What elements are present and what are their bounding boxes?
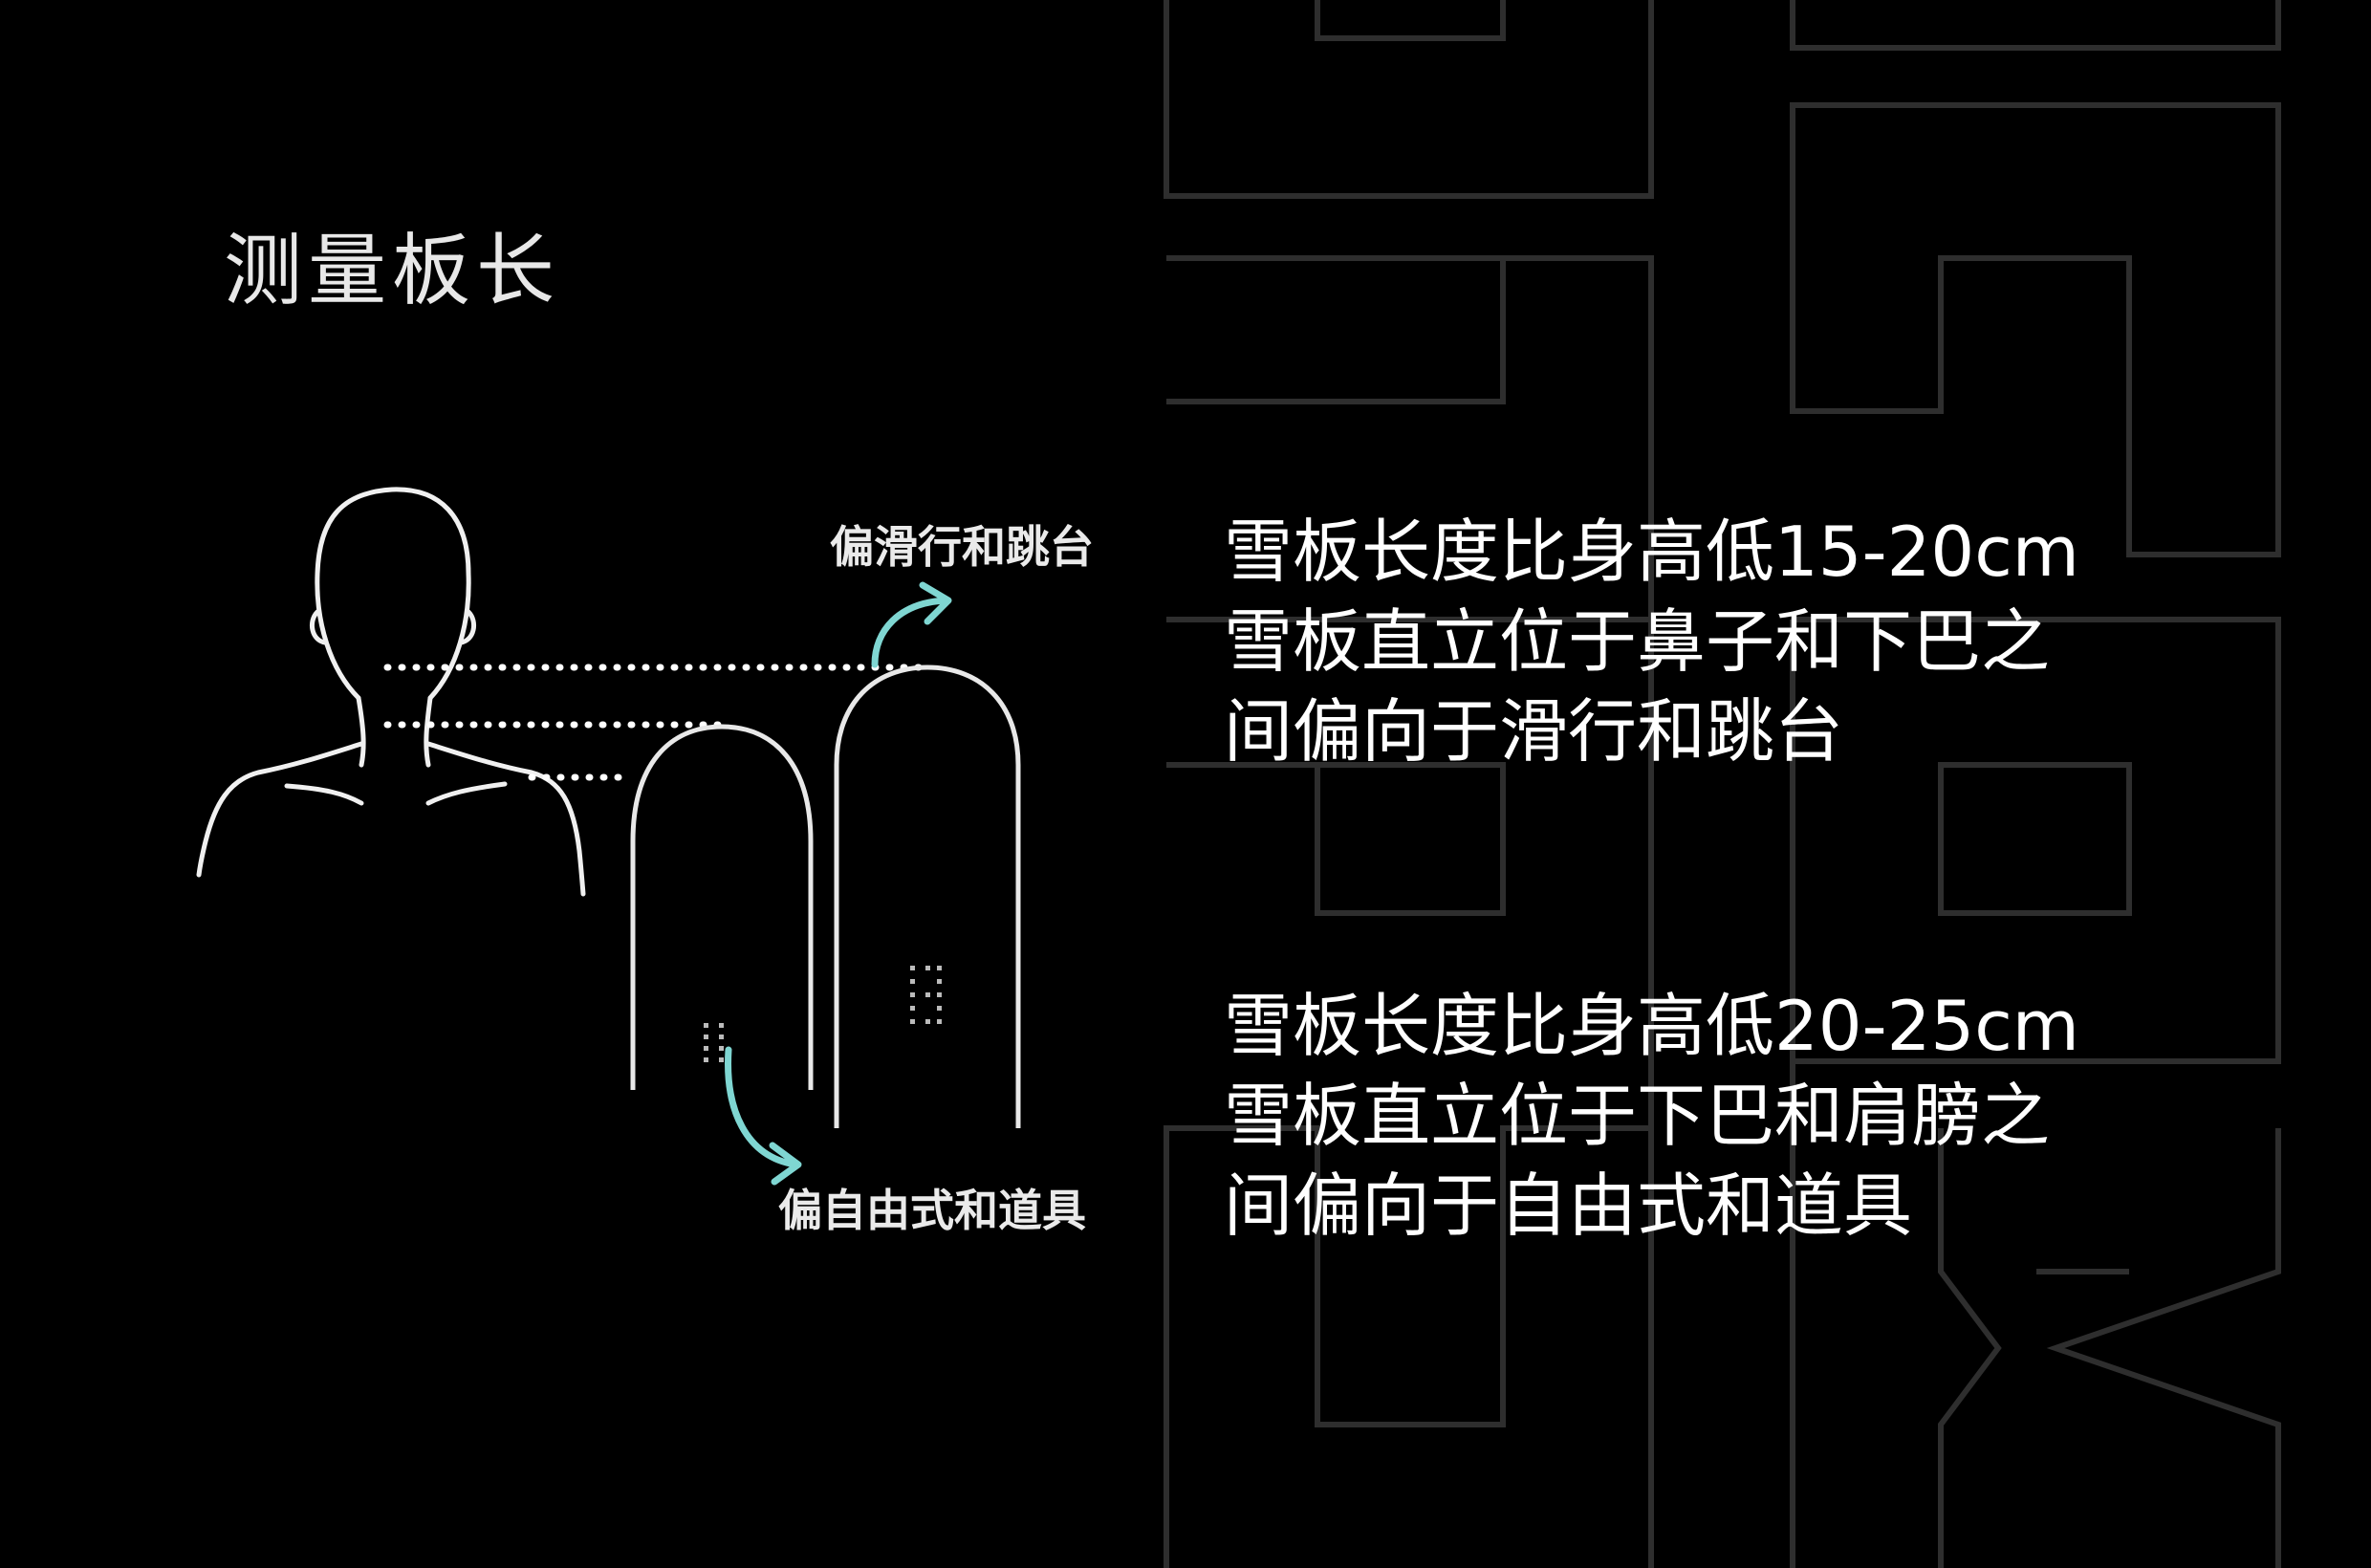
curved-arrow-up-icon [871,581,952,668]
watermark-shape [1938,762,2132,916]
description-block-longer-board: 雪板长度比身高低15-20cm 雪板直立位于鼻子和下巴之 间偏向于滑行和跳台 [1224,507,2079,776]
person-silhouette-icon [196,487,586,897]
description-line: 间偏向于自由式和道具 [1224,1165,1913,1246]
description-line: 间偏向于滑行和跳台 [1224,691,1844,772]
binding-dots-long [910,966,942,1024]
watermark-shape [1790,0,2281,51]
person-collarbone [284,781,508,806]
callout-freestyle-props: 偏自由式和道具 [778,1185,1086,1236]
watermark-shape [1166,255,1506,404]
measurement-guides [383,664,936,781]
person-shoulder-left [196,741,364,878]
person-ear-right [458,609,477,645]
person-neck-right [424,695,433,768]
watermark-shape [1938,1128,2002,1568]
description-line: 雪板直立位于下巴和肩膀之 [1224,1076,2051,1156]
binding-dots-short [704,1023,724,1062]
description-line: 雪板长度比身高低15-20cm [1224,512,2079,592]
watermark-shape [1315,762,1506,916]
watermark-shape [1164,0,1654,199]
description-line: 雪板直立位于鼻子和下巴之 [1224,601,2051,682]
description-block-shorter-board: 雪板长度比身高低20-25cm 雪板直立位于下巴和肩膀之 间偏向于自由式和道具 [1224,981,2079,1251]
watermark-shape [1164,1125,1654,1568]
person-shoulder-right [425,741,586,897]
watermark-shape [1790,102,2281,557]
snowboard-long-icon [834,664,1021,1128]
description-line: 雪板长度比身高低20-25cm [1224,986,2079,1066]
snowboard-short-icon [630,724,814,1090]
callout-glide-jump: 偏滑行和跳台 [830,521,1094,573]
watermark-shape [1793,617,2281,1064]
watermark-shape [1503,255,1654,1568]
person-neck-left [356,695,366,768]
watermark-shape [1315,0,1506,41]
page-title: 测量板长 [224,226,561,316]
curved-arrow-down-icon [725,1046,802,1186]
watermark-shape [2046,1128,2281,1568]
person-ear-left [309,609,328,645]
